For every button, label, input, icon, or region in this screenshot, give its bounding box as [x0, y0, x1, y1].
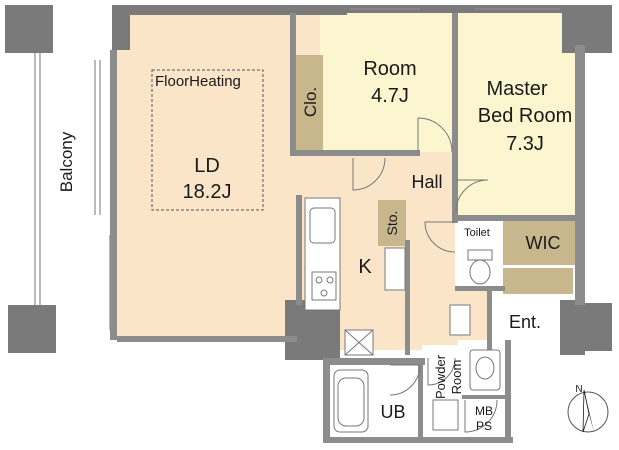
wall-top-ld — [112, 5, 347, 15]
toilet-label: Toilet — [464, 227, 490, 239]
door-room — [417, 117, 453, 153]
column-top-left — [5, 5, 53, 53]
balcony-railing — [34, 8, 560, 330]
wall-entrance-left — [487, 288, 492, 388]
wall-room-bottom — [290, 150, 420, 156]
burner-3 — [320, 289, 328, 297]
column-top-right — [562, 5, 612, 53]
bath-label: UB — [380, 402, 405, 422]
door-master — [455, 179, 489, 213]
mb-label: MB — [475, 404, 493, 418]
closet-floor — [295, 55, 323, 152]
wall-mbps — [462, 395, 507, 399]
column-bottom-left — [8, 305, 56, 353]
room-name: Room — [363, 58, 416, 80]
master-size: 7.3J — [506, 133, 544, 155]
column-ld-top — [112, 5, 130, 50]
wall-room-left — [290, 13, 296, 153]
wic-label: WIC — [526, 233, 561, 253]
labels: FloorHeating LD 18.2J Room 4.7J Master B… — [57, 58, 572, 433]
closet-label: Clo. — [301, 87, 320, 117]
wall-bath-top — [325, 358, 425, 365]
door-bath — [389, 364, 421, 396]
compass-label: N — [575, 384, 582, 395]
kitchen-counter — [304, 197, 471, 356]
room-floor — [320, 12, 455, 152]
column-entrance — [560, 300, 585, 355]
wall-bath-bottom — [323, 437, 513, 443]
powder-line2: Room — [449, 360, 464, 395]
doors — [352, 117, 498, 433]
burner-1 — [315, 276, 323, 284]
wall-master-bottom — [455, 215, 580, 221]
fridge-x2 — [344, 329, 374, 356]
powder-line1: Powder — [433, 354, 448, 399]
ld-name: LD — [194, 155, 220, 177]
master-line2: Bed Room — [478, 105, 573, 127]
toilet-tank — [467, 249, 493, 261]
room-size: 4.7J — [371, 85, 409, 107]
washer — [432, 399, 459, 431]
toilet-bowl — [469, 259, 491, 285]
fixtures — [333, 249, 501, 433]
cabinet-k — [384, 247, 406, 291]
compass-ring — [567, 391, 609, 433]
door-mbps — [464, 399, 498, 433]
wall-ld-left — [110, 50, 117, 340]
wic-floor — [503, 221, 585, 265]
balcony-label: Balcony — [57, 131, 76, 192]
wall-bath-left — [323, 358, 330, 443]
burner-2 — [326, 276, 334, 284]
room-fills — [35, 12, 585, 440]
wall-hall-right — [405, 240, 410, 355]
floor-heating-area — [151, 69, 264, 211]
wall-toilet-bottom — [455, 286, 505, 291]
sink — [309, 207, 336, 244]
vanity-basin — [475, 356, 495, 380]
floor-heating-label: FloorHeating — [155, 73, 241, 90]
wall-bath-powder — [418, 358, 423, 438]
ld-size: 18.2J — [183, 181, 232, 203]
wall-master-right — [575, 45, 585, 305]
wall-ld-bottom — [117, 336, 297, 342]
door-toilet — [424, 221, 456, 253]
north-compass: N — [567, 384, 609, 433]
kitchen-label: K — [358, 256, 372, 278]
storage-label: Sto. — [384, 211, 400, 236]
entrance-label: Ent. — [509, 312, 541, 332]
hall-label: Hall — [411, 172, 442, 192]
ps-label: PS — [476, 419, 492, 433]
wall-kitchen-left — [296, 195, 302, 305]
wall-room-master — [452, 13, 458, 223]
compass-needle-tail — [582, 389, 590, 433]
master-line1: Master — [486, 78, 547, 100]
door-powder — [427, 357, 456, 386]
wic-lower-floor — [503, 268, 573, 294]
wall-powder-right — [505, 340, 511, 440]
master-bedroom-floor — [458, 12, 576, 218]
storage-floor — [378, 200, 406, 246]
bathtub-inner — [337, 377, 365, 427]
entrance-floor — [490, 296, 560, 346]
door-hall-left — [352, 157, 386, 191]
shelf-hall — [449, 304, 471, 336]
